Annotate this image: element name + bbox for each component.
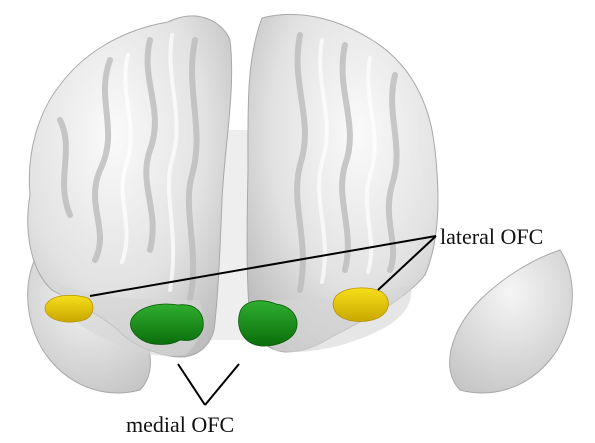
medial-leader-line-left <box>178 364 205 405</box>
lateral-ofc-label: lateral OFC <box>440 226 543 248</box>
right-temporal-lobe <box>450 250 573 393</box>
medial-ofc-left-region <box>130 304 203 344</box>
medial-ofc-label: medial OFC <box>126 414 234 436</box>
lateral-ofc-right-region <box>333 288 388 322</box>
lateral-ofc-left-region <box>45 295 93 322</box>
medial-leader-line-right <box>205 364 239 405</box>
